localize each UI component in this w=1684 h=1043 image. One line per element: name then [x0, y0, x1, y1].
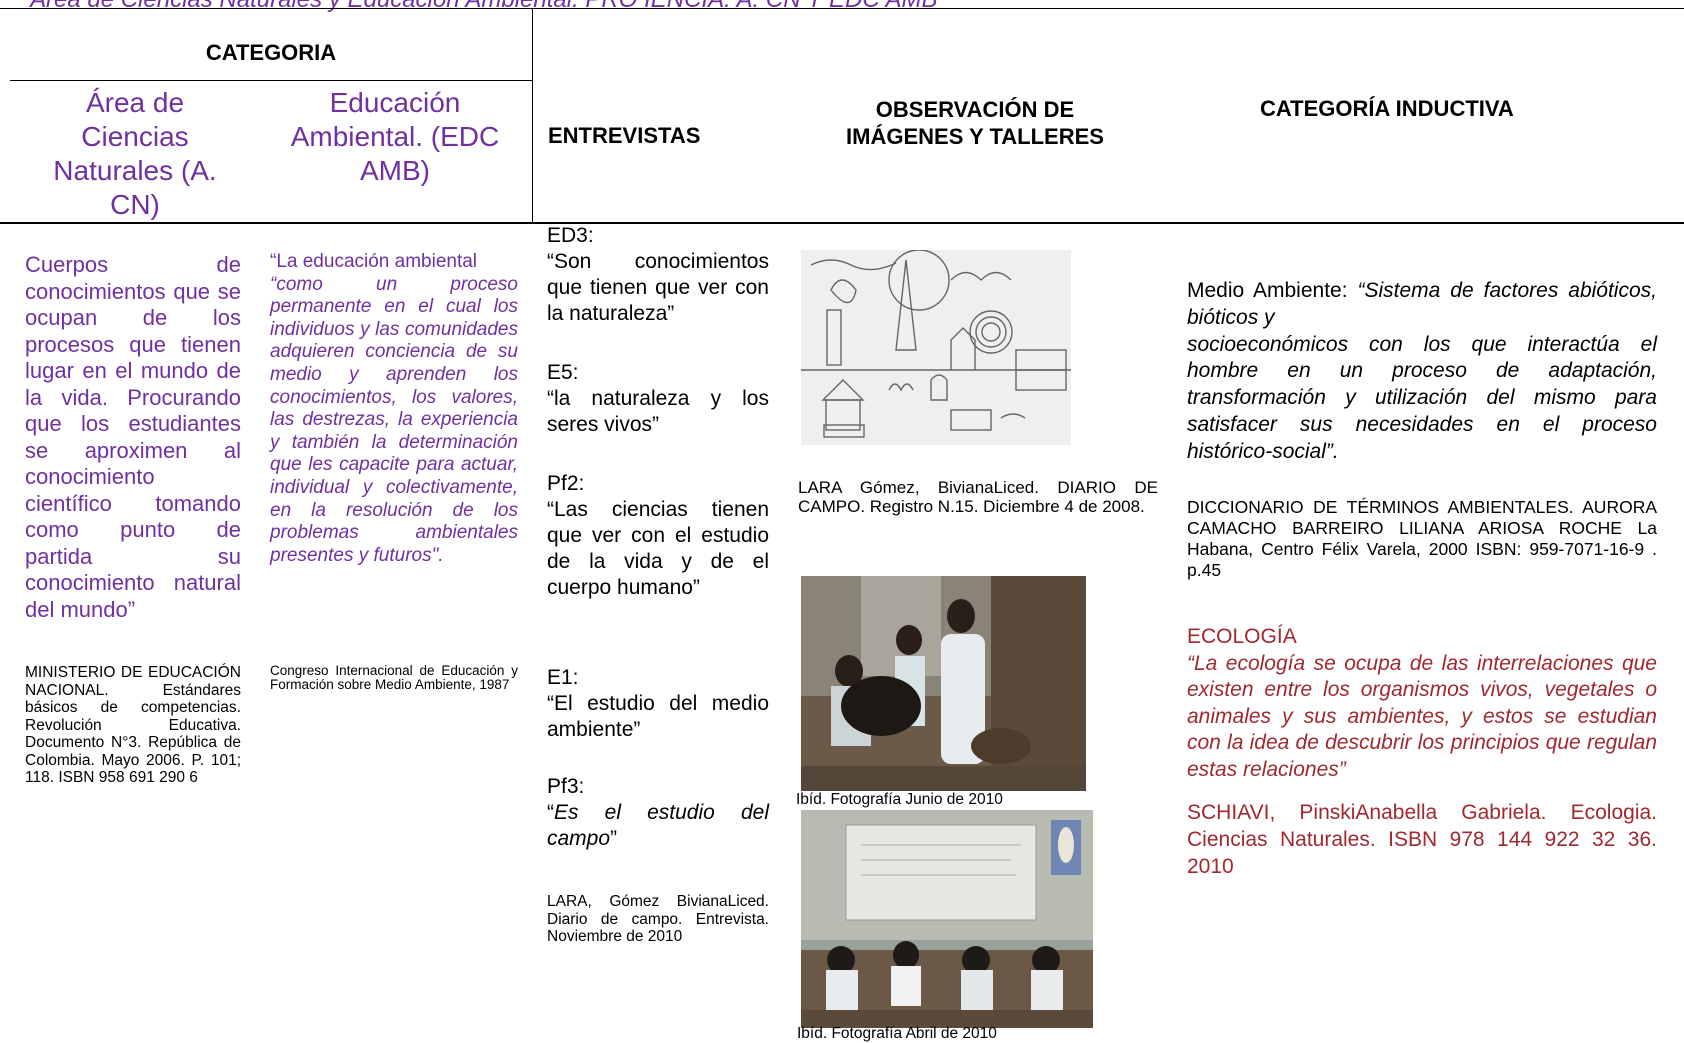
- medio-ambiente-definition: “Sistema de factores abióticos, bióticos…: [1187, 279, 1657, 329]
- header-categoria: CATEGORIA: [205, 40, 337, 65]
- medio-ambiente-citation: DICCIONARIO DE TÉRMINOS AMBIENTALES. AUR…: [1187, 497, 1657, 580]
- entrevista-quote-italic: Es el estudio del campo: [547, 801, 769, 850]
- header-column-divider: [532, 8, 533, 222]
- entrevista-code: ED3:: [547, 224, 594, 247]
- header-observacion: OBSERVACIÓN DE IMÁGENES Y TALLERES: [846, 97, 1104, 149]
- classroom-teacher-sketch: [801, 576, 1086, 791]
- area-cn-definition: Cuerpos de conocimientos que se ocupan d…: [25, 252, 241, 622]
- entrevista-e5: E5: “la naturaleza y los seres vivos”: [547, 360, 769, 438]
- entrevista-pf2: Pf2: “Las ciencias tienen que ver con el…: [547, 471, 769, 601]
- area-cn-citation: MINISTERIO DE EDUCACIÓN NACIONAL. Estánd…: [25, 664, 241, 786]
- photo2-caption: Ibíd. Fotografía Junio de 2010: [796, 791, 1003, 808]
- entrevista-quote: “la naturaleza y los seres vivos”: [547, 387, 769, 436]
- medio-ambiente-definition-cont: socioeconómicos con los que interactúa e…: [1187, 332, 1657, 463]
- entrevista-pf3: Pf3: “Es el estudio del campo”: [547, 774, 769, 852]
- classroom-students-photo: [801, 810, 1093, 1028]
- ecologia-label: ECOLOGÍA: [1187, 625, 1297, 648]
- header-inductiva: CATEGORÍA INDUCTIVA: [1260, 96, 1514, 121]
- photo1-caption: LARA Gómez, BivianaLiced. DIARIO DE CAMP…: [798, 478, 1158, 516]
- edc-amb-citation: Congreso Internacional de Educación y Fo…: [270, 663, 518, 692]
- entrevista-code: Pf2:: [547, 472, 585, 495]
- table-top-border: [0, 8, 1684, 9]
- entrevista-code: Pf3:: [547, 775, 585, 798]
- classroom-students-sketch: [801, 810, 1093, 1028]
- header-area-cn: Área de Ciencias Naturales (A. CN): [53, 87, 217, 220]
- entrevista-e1: E1: “El estudio del medio ambiente”: [547, 665, 769, 743]
- header-bottom-border: [0, 222, 1684, 224]
- edc-amb-lead: “La educación ambiental: [270, 251, 478, 272]
- entrevista-ed3: ED3: “Son conocimientos que tienen que v…: [547, 223, 769, 327]
- entrevista-quote: “Son conocimientos que tienen que ver co…: [547, 250, 769, 325]
- entrevista-code: E1:: [547, 666, 579, 689]
- entrevista-quote: “Las ciencias tienen que ver con el estu…: [547, 498, 769, 599]
- medio-ambiente-block: Medio Ambiente: “Sistema de factores abi…: [1187, 278, 1657, 466]
- entrevista-code: E5:: [547, 361, 579, 384]
- medio-ambiente-label: Medio Ambiente:: [1187, 279, 1358, 302]
- ecologia-citation: SCHIAVI, PinskiAnabella Gabriela. Ecolog…: [1187, 801, 1657, 878]
- ecologia-definition: “La ecología se ocupa de las interrelaci…: [1187, 652, 1657, 781]
- entrevista-quote: “El estudio del medio ambiente”: [547, 692, 769, 741]
- photo3-caption: Ibíd. Fotografía Abril de 2010: [797, 1025, 997, 1042]
- entrevistas-citation: LARA, Gómez BivianaLiced. Diario de camp…: [547, 893, 769, 945]
- entrevista-quote: “Es el estudio del campo”: [547, 801, 769, 850]
- edc-amb-definition: “La educación ambiental “como un proceso…: [270, 251, 518, 567]
- classroom-teacher-photo: [801, 576, 1086, 791]
- document-title: Área de Ciencias Naturales y Educación A…: [30, 0, 937, 14]
- header-entrevistas: ENTREVISTAS: [548, 123, 701, 148]
- categoria-divider: [10, 80, 532, 81]
- edc-amb-definition-text: “como un proceso permanente en el cual l…: [270, 273, 518, 566]
- header-edc-amb: Educación Ambiental. (EDC AMB): [290, 87, 500, 186]
- children-drawing-sketch: [801, 250, 1071, 445]
- children-drawing-photo: [801, 250, 1071, 445]
